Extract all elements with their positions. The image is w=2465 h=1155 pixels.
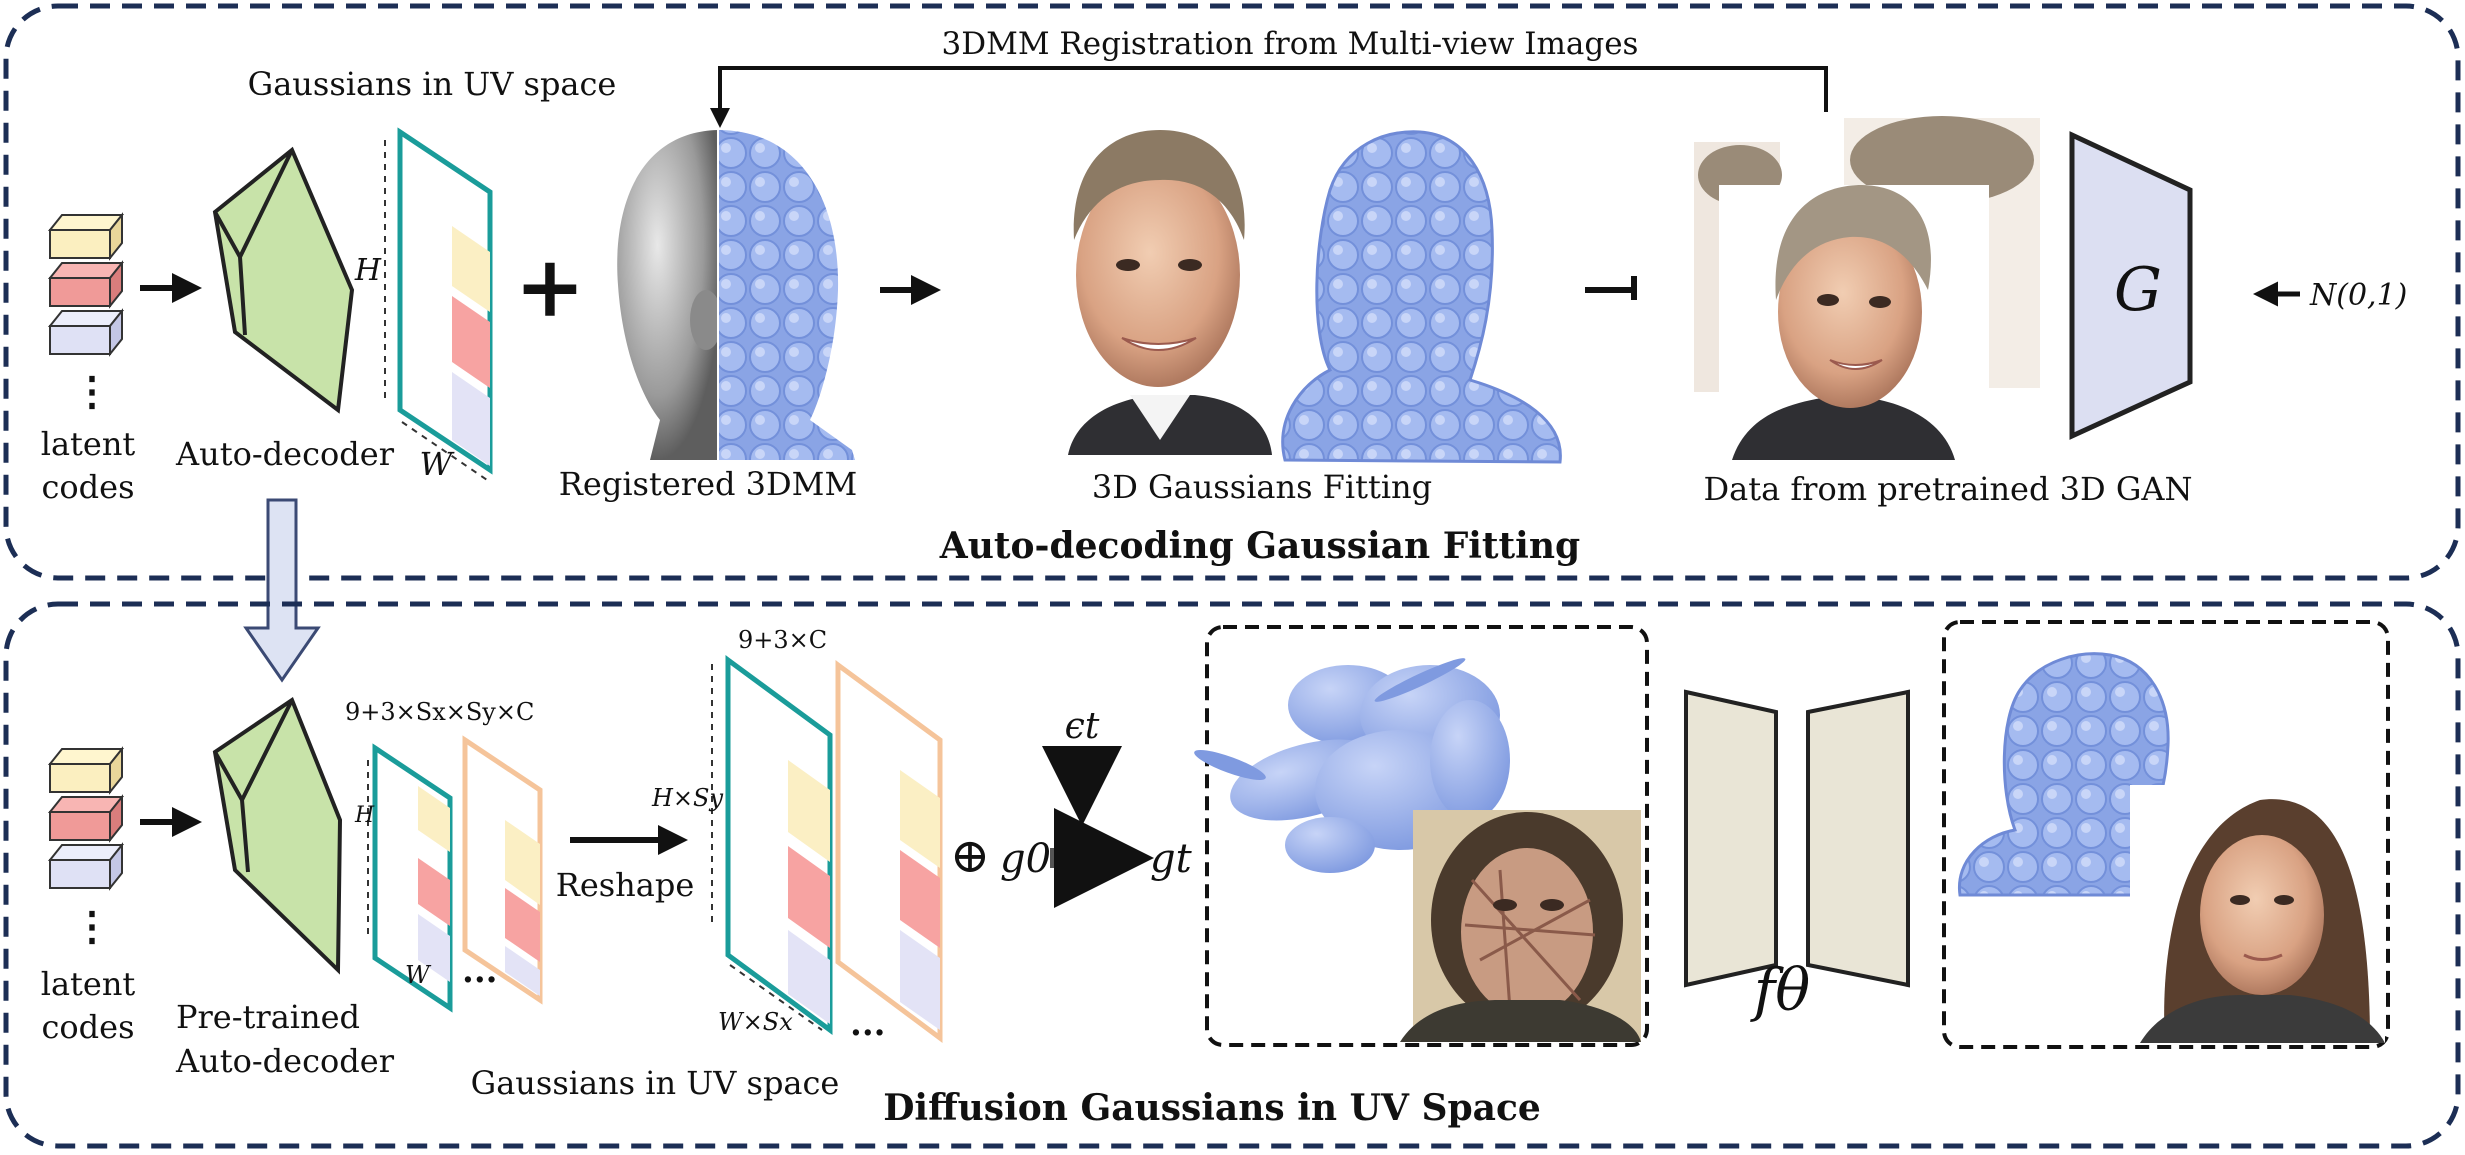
gan-data-stack xyxy=(1694,116,2040,460)
channel-expression-reshaped: 9+3×C xyxy=(738,626,827,654)
top-panel-frame xyxy=(3,3,2461,581)
generator-block xyxy=(2069,131,2193,440)
reshaped-uv-maps xyxy=(711,655,943,1043)
pretrained-decoder-icon xyxy=(212,696,343,975)
latent-ellipsis-bottom: ⋮ xyxy=(72,903,112,950)
registered-3dmm-label: Registered 3DMM xyxy=(559,465,857,503)
gaussian-blob-icon xyxy=(1281,130,1562,464)
uv-space-title: Gaussians in UV space xyxy=(248,65,617,103)
reshaped-dim-h: H×Sy xyxy=(651,784,723,812)
top-panel: 3DMM Registration from Multi-view Images… xyxy=(3,3,2461,581)
channel-expression: 9+3×Sx×Sy×C xyxy=(345,698,534,726)
registration-label: 3DMM Registration from Multi-view Images xyxy=(942,26,1639,62)
generator-label: G xyxy=(2114,255,2162,325)
latent-label-bottom-line2: codes xyxy=(41,1008,134,1046)
gt-label: gt xyxy=(1150,836,1193,882)
clean-face-photo-icon xyxy=(2130,785,2385,1043)
uv-feature-map-stack xyxy=(367,735,543,1013)
map-ellipsis: ... xyxy=(462,951,498,991)
latent-ellipsis: ⋮ xyxy=(72,368,112,415)
noise-label: N(0,1) xyxy=(2309,278,2407,313)
top-section-title: Auto-decoding Gaussian Fitting xyxy=(939,525,1580,567)
bottom-section-title: Diffusion Gaussians in UV Space xyxy=(883,1087,1541,1129)
map-dim-h: H xyxy=(354,803,375,828)
noise-epsilon-label: ϵt xyxy=(1065,706,1100,747)
gan-data-label: Data from pretrained 3D GAN xyxy=(1703,470,2192,508)
oplus-symbol: ⊕ xyxy=(950,828,990,884)
denoiser-encoder xyxy=(1684,689,1778,988)
gaussian-blob-icon xyxy=(1194,658,1510,873)
registered-3dmm-icon xyxy=(617,130,855,460)
noisy-face-photo-icon xyxy=(1400,810,1641,1042)
latent-label-line1: latent xyxy=(41,425,136,463)
reshaped-dim-w: W×Sx xyxy=(718,1008,793,1036)
auto-decoder-label: Auto-decoder xyxy=(175,435,395,473)
pretrained-label-line2: Auto-decoder xyxy=(175,1042,395,1080)
latent-code-cube-icon xyxy=(47,212,125,357)
uv-dim-w: W xyxy=(420,445,456,483)
map-dim-w: W xyxy=(405,961,432,989)
g0-label: g0 xyxy=(1000,836,1051,882)
bottom-panel: ⋮ latent codes Pre-trained Auto-decoder … xyxy=(3,601,2461,1149)
fitting-label: 3D Gaussians Fitting xyxy=(1092,468,1432,506)
latent-label-bottom-line1: latent xyxy=(41,965,136,1003)
reshape-label: Reshape xyxy=(556,866,695,904)
reshaped-ellipsis: ... xyxy=(850,1004,886,1044)
latent-label-line2: codes xyxy=(41,468,134,506)
pretrained-label-line1: Pre-trained xyxy=(176,998,360,1036)
plus-sign: + xyxy=(515,237,585,336)
transfer-down-arrow xyxy=(243,498,321,683)
auto-decoder-icon xyxy=(212,146,355,414)
registration-arrow xyxy=(710,66,1828,128)
uv-dim-h: H xyxy=(354,253,382,288)
latent-code-cube-icon xyxy=(47,746,125,891)
denoiser-decoder xyxy=(1806,689,1910,988)
uv-space-label-bottom: Gaussians in UV space xyxy=(471,1064,840,1102)
denoiser-label: fθ xyxy=(1750,956,1810,1024)
face-photo-icon xyxy=(1040,130,1272,460)
uv-feature-map xyxy=(384,127,493,483)
